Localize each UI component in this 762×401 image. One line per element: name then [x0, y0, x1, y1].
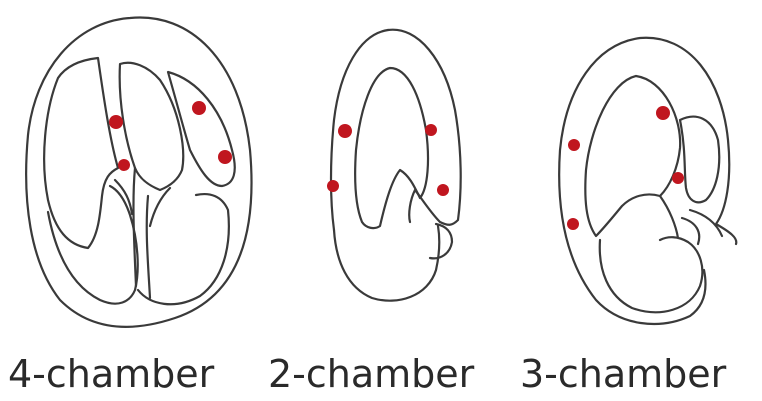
four-chamber-marker	[118, 159, 130, 171]
heart-views-diagram	[0, 0, 762, 350]
four-chamber-marker	[218, 150, 232, 164]
four-chamber-view	[26, 17, 251, 326]
two-chamber-marker	[327, 180, 339, 192]
four-chamber-marker	[109, 115, 123, 129]
four-chamber-septum	[120, 63, 184, 190]
four-chamber-label: 4-chamber	[8, 352, 214, 396]
two-chamber-outer-outline	[388, 30, 461, 225]
four-chamber-right-cavity	[168, 72, 235, 186]
three-chamber-marker	[672, 172, 684, 184]
two-chamber-view	[327, 30, 461, 301]
three-chamber-marker	[567, 218, 579, 230]
two-chamber-marker	[425, 124, 437, 136]
three-chamber-outflow	[680, 117, 719, 203]
three-chamber-lv-cavity	[585, 76, 680, 236]
four-chamber-left-cavity	[44, 58, 118, 248]
three-chamber-marker	[656, 106, 670, 120]
four-chamber-atria	[48, 186, 229, 304]
two-chamber-label: 2-chamber	[268, 352, 474, 396]
two-chamber-marker	[437, 184, 449, 196]
four-chamber-marker	[192, 101, 206, 115]
two-chamber-atrium	[334, 224, 452, 301]
two-chamber-cavity	[355, 68, 428, 228]
three-chamber-label: 3-chamber	[520, 352, 726, 396]
three-chamber-view	[559, 38, 736, 324]
four-chamber-crux	[115, 168, 170, 298]
three-chamber-marker	[568, 139, 580, 151]
two-chamber-marker	[338, 124, 352, 138]
